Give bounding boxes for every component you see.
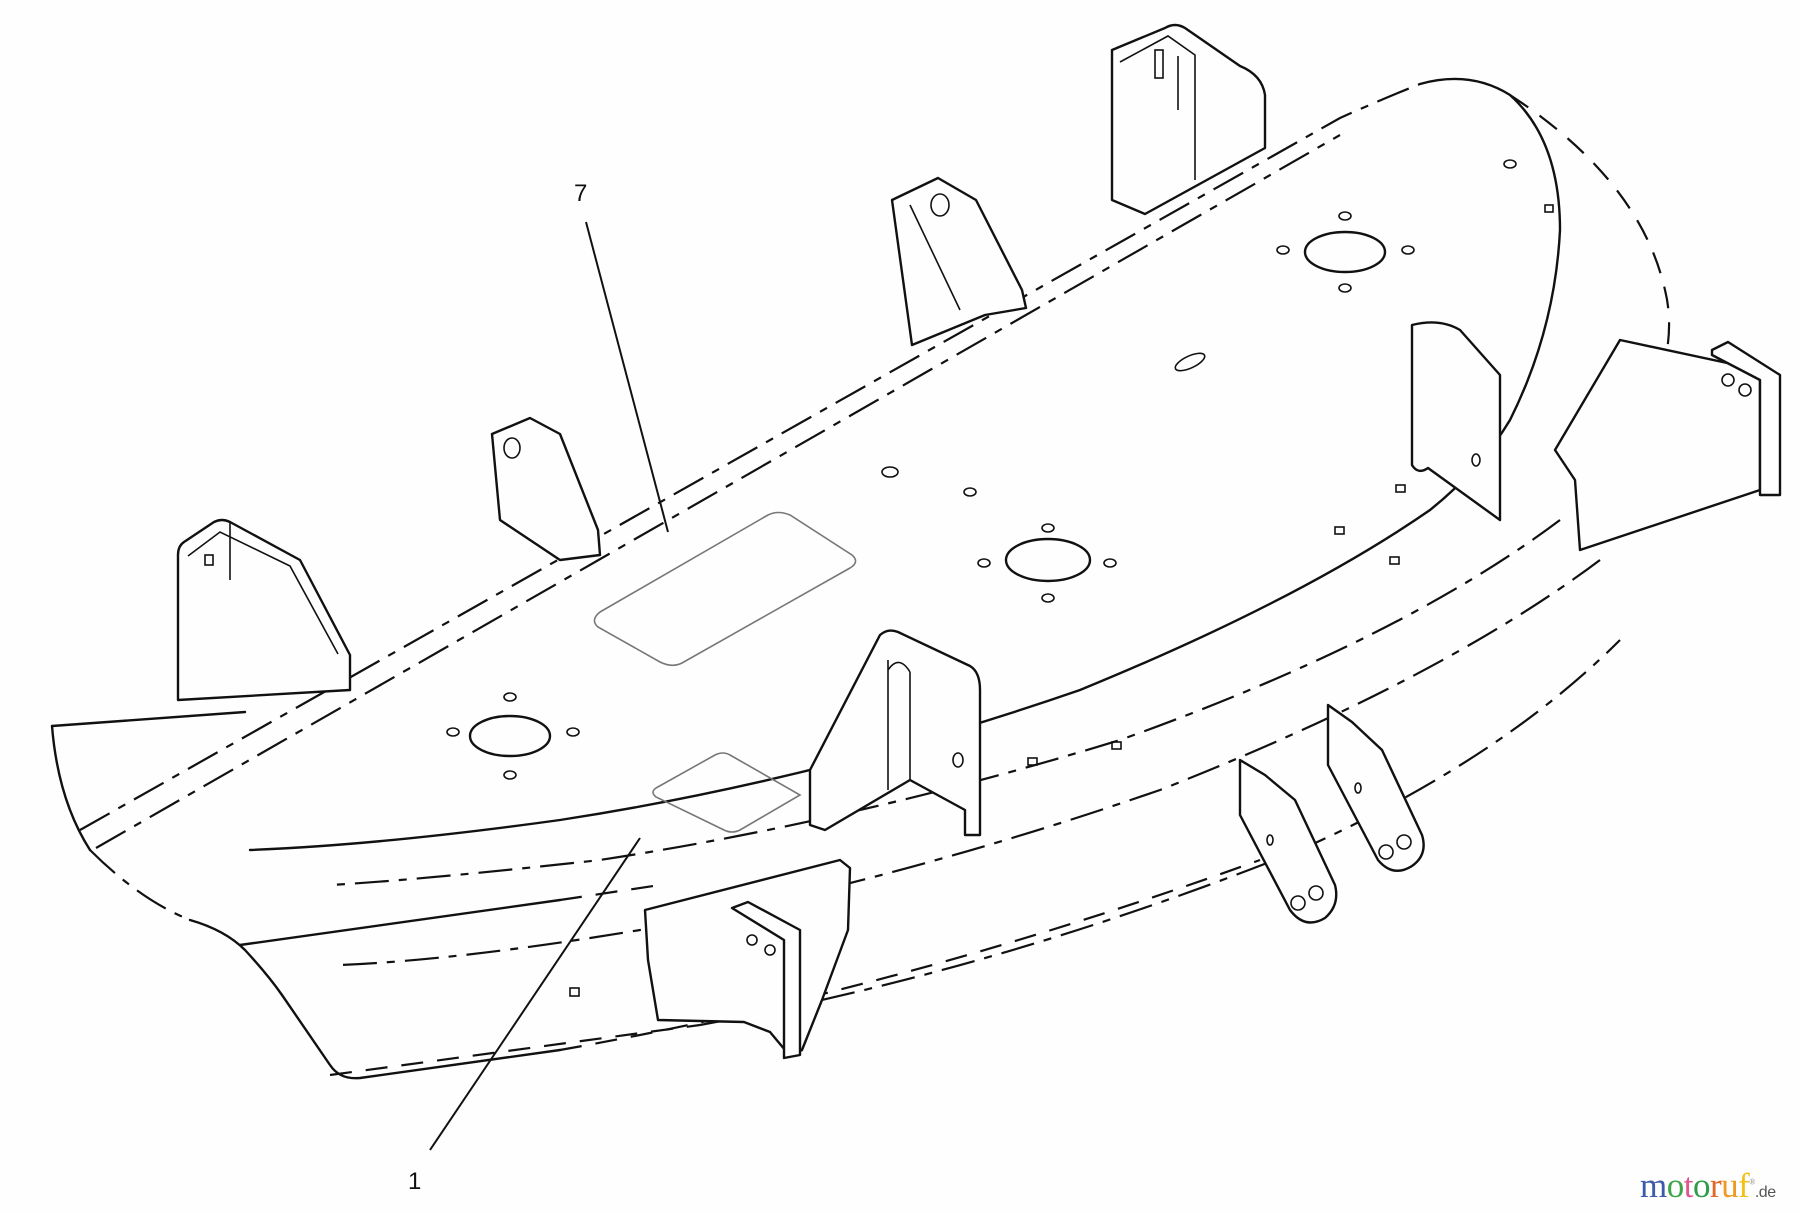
logo-tld: .de (1754, 1184, 1776, 1201)
hitch-bracket-right (1326, 703, 1425, 872)
logo-letter: m (1640, 1166, 1667, 1205)
logo-letter: t (1683, 1166, 1694, 1205)
decal-upper (593, 511, 857, 667)
logo-letter: o (1692, 1166, 1711, 1205)
bracket-left-channel (176, 518, 352, 702)
registered-mark: ® (1749, 1177, 1755, 1187)
bracket-tab-1 (490, 416, 602, 562)
spindle-mount-right (1276, 211, 1415, 293)
deck-holes (569, 159, 1554, 997)
callout-number-1: 1 (408, 1168, 422, 1195)
decal-lower (652, 752, 802, 833)
logo-letter: u (1721, 1166, 1739, 1205)
logo-letter: r (1709, 1166, 1722, 1205)
bracket-front-left-mount (643, 858, 852, 1060)
bracket-center-front (808, 629, 982, 837)
spindle-mount-left (446, 692, 580, 780)
spindle-mount-center (977, 523, 1117, 603)
leader-line-1 (429, 837, 641, 1151)
leader-line-7 (585, 221, 669, 533)
discharge-mount-right (1553, 338, 1782, 552)
logo-letter: o (1666, 1166, 1685, 1205)
callout-number-7: 7 (574, 180, 588, 207)
watermark-logo: motoruf®.de (1640, 1166, 1776, 1206)
hitch-bracket-left (1238, 758, 1338, 924)
bracket-tab-2 (890, 176, 1028, 347)
bracket-right-wing (1410, 321, 1502, 522)
bracket-right-channel (1110, 23, 1267, 216)
logo-letter: f (1738, 1166, 1750, 1205)
